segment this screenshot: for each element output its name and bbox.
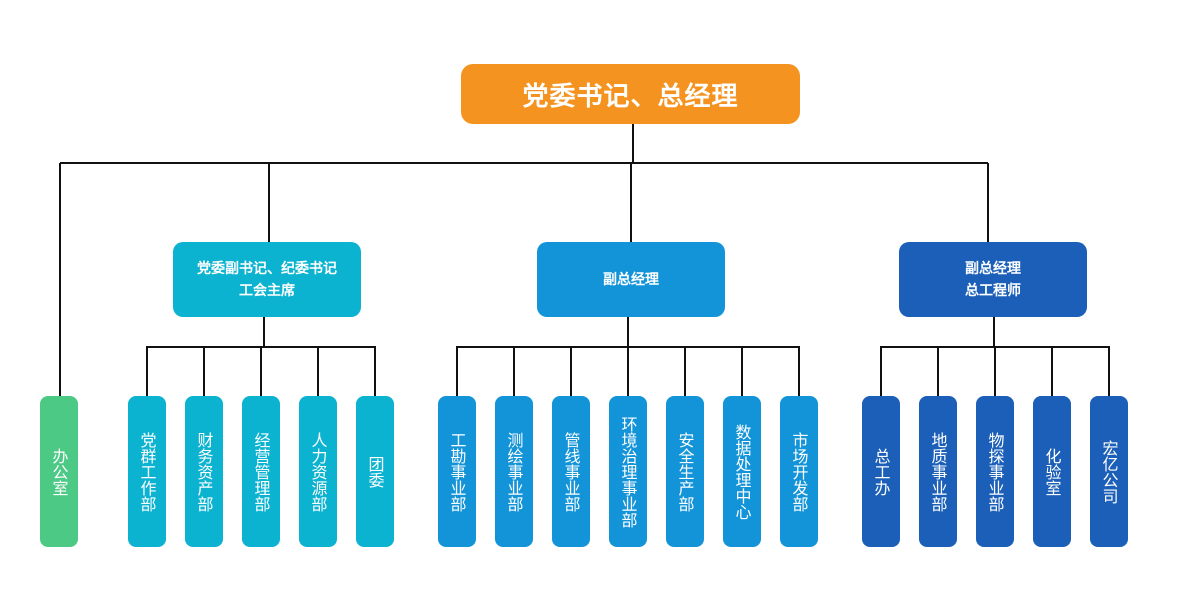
department-node: 测绘事业部: [495, 396, 533, 547]
group-node-line: 总工程师: [965, 282, 1021, 299]
department-node: 团委: [356, 396, 394, 547]
department-label: 总工办: [871, 447, 891, 496]
department-label: 安全生产部: [675, 431, 695, 512]
office-node-label: 办公室: [49, 447, 69, 496]
department-node: 物探事业部: [976, 396, 1014, 547]
department-label: 数据处理中心: [732, 423, 752, 520]
department-label: 团委: [365, 455, 385, 488]
group-node-line: 副总经理: [603, 271, 659, 288]
department-label: 宏亿公司: [1099, 439, 1119, 504]
group-node-vice-gm: 副总经理: [537, 242, 725, 317]
department-label: 地质事业部: [928, 431, 948, 512]
department-node: 市场开发部: [780, 396, 818, 547]
group-node-chief-engineer: 副总经理 总工程师: [899, 242, 1087, 317]
department-label: 化验室: [1042, 447, 1062, 496]
department-node: 环境治理事业部: [609, 396, 647, 547]
department-label: 财务资产部: [194, 431, 214, 512]
department-node: 管线事业部: [552, 396, 590, 547]
group-node-party: 党委副书记、纪委书记 工会主席: [173, 242, 361, 317]
department-node: 总工办: [862, 396, 900, 547]
department-label: 党群工作部: [137, 431, 157, 512]
department-node: 宏亿公司: [1090, 396, 1128, 547]
department-label: 测绘事业部: [504, 431, 524, 512]
department-label: 环境治理事业部: [618, 415, 638, 528]
department-node: 地质事业部: [919, 396, 957, 547]
group-node-line: 工会主席: [239, 282, 295, 299]
department-label: 管线事业部: [561, 431, 581, 512]
department-node: 安全生产部: [666, 396, 704, 547]
top-node: 党委书记、总经理: [461, 64, 800, 124]
department-node: 工勘事业部: [438, 396, 476, 547]
department-node: 经营管理部: [242, 396, 280, 547]
department-label: 物探事业部: [985, 431, 1005, 512]
department-node: 人力资源部: [299, 396, 337, 547]
office-node: 办公室: [40, 396, 78, 547]
department-label: 人力资源部: [308, 431, 328, 512]
department-node: 财务资产部: [185, 396, 223, 547]
group-node-line: 党委副书记、纪委书记: [197, 260, 337, 277]
department-node: 党群工作部: [128, 396, 166, 547]
group-node-line: 副总经理: [965, 260, 1021, 277]
department-node: 化验室: [1033, 396, 1071, 547]
top-node-label: 党委书记、总经理: [522, 81, 739, 112]
department-label: 市场开发部: [789, 431, 809, 512]
department-node: 数据处理中心: [723, 396, 761, 547]
department-label: 经营管理部: [251, 431, 271, 512]
department-label: 工勘事业部: [447, 431, 467, 512]
